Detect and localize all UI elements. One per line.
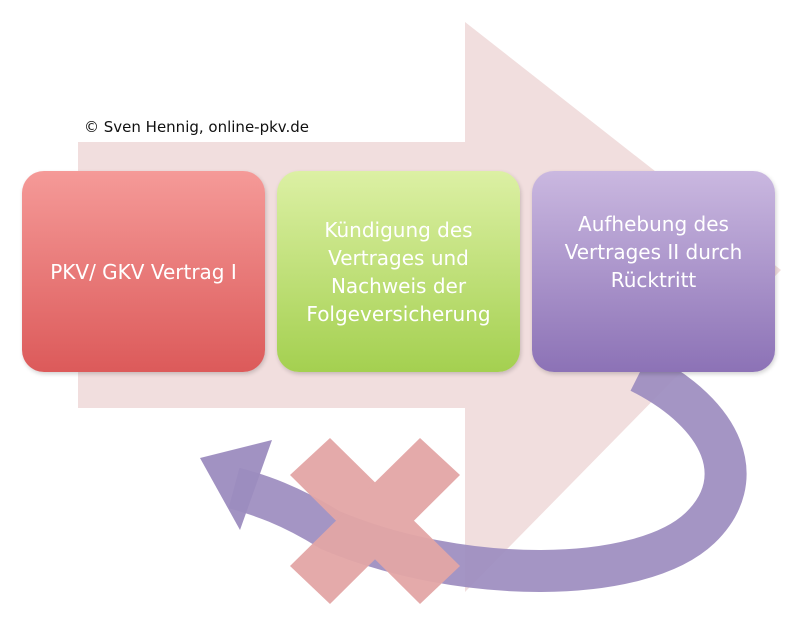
copyright-text: © Sven Hennig, online-pkv.de <box>84 118 310 136</box>
box-1-text: PKV/ GKV Vertrag I <box>50 259 237 284</box>
box-rescission: Aufhebung des Vertrages II durch Rücktri… <box>532 171 775 372</box>
cross-icon <box>290 438 460 604</box>
box-termination: Kündigung des Vertrages und Nachweis der… <box>277 171 520 372</box>
box-3-text: Aufhebung des Vertrages II durch Rücktri… <box>564 211 743 292</box>
return-arrowhead <box>200 440 272 530</box>
box-2-text: Kündigung des Vertrages und Nachweis der… <box>306 217 491 326</box>
return-arrow <box>228 353 747 592</box>
box-pkv-gkv-contract: PKV/ GKV Vertrag I <box>22 171 265 372</box>
